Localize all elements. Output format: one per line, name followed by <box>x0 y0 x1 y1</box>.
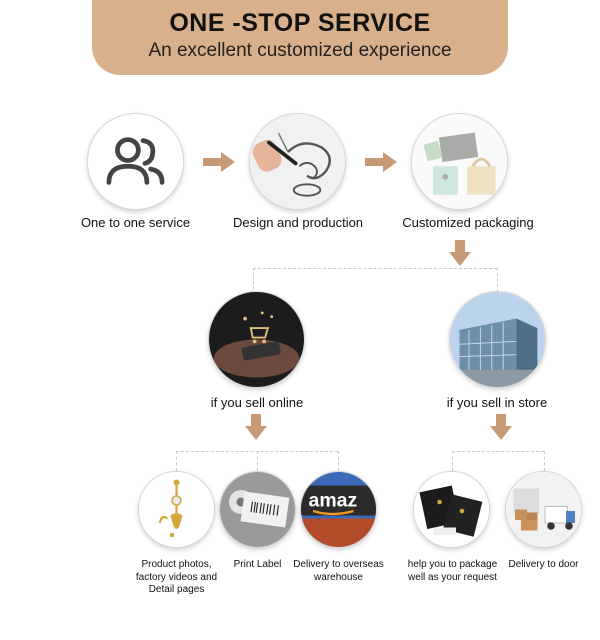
branch-store-label: if you sell in store <box>446 395 548 410</box>
connector-line <box>338 451 339 471</box>
jewelry-cards-icon <box>414 472 489 547</box>
item-delivery-warehouse-label: Delivery to overseas warehouse <box>293 559 384 583</box>
connector-line <box>176 451 177 471</box>
connector-line <box>257 451 258 471</box>
item-delivery-door-label: Delivery to door <box>508 559 579 570</box>
connector-line <box>544 451 545 471</box>
branch-online-label: if you sell online <box>210 395 304 410</box>
item-product-photos <box>138 471 215 548</box>
step-customized-packaging <box>411 113 508 210</box>
connector-line <box>452 451 544 452</box>
page-title: ONE -STOP SERVICE <box>169 9 431 37</box>
sketch-drawing-icon <box>250 114 345 209</box>
step-one-label: One to one service <box>80 215 191 230</box>
step-design-and-production <box>249 113 346 210</box>
item-package-request <box>413 471 490 548</box>
label-roll-icon <box>220 472 295 547</box>
arrow-down-icon <box>449 240 471 266</box>
branch-online <box>208 291 305 388</box>
arrow-right-icon <box>365 152 397 172</box>
header-banner: ONE -STOP SERVICE An excellent customize… <box>92 0 508 75</box>
item-print-label-label: Print Label <box>233 559 282 570</box>
delivery-truck-icon <box>506 472 581 547</box>
connector-line <box>497 268 498 292</box>
item-delivery-door <box>505 471 582 548</box>
arrow-down-icon <box>490 414 512 440</box>
connector-line <box>253 268 254 294</box>
item-product-photos-label: Product photos, factory videos and Detai… <box>135 559 218 595</box>
step-three-label: Customized packaging <box>402 215 534 230</box>
branch-store <box>449 291 546 388</box>
item-delivery-warehouse: amaz <box>300 471 377 548</box>
connector-line <box>253 268 497 269</box>
arrow-down-icon <box>245 414 267 440</box>
jewelry-photo-icon <box>139 472 214 547</box>
item-package-request-label: help you to package well as your request <box>407 559 498 583</box>
arrow-right-icon <box>203 152 235 172</box>
users-icon <box>88 114 183 209</box>
connector-line <box>452 451 453 471</box>
gift-boxes-icon <box>412 114 507 209</box>
page-subtitle: An excellent customized experience <box>148 40 452 61</box>
phone-shopping-icon <box>209 292 304 387</box>
item-print-label <box>219 471 296 548</box>
warehouse-sign-icon: amaz <box>301 472 376 547</box>
building-icon <box>450 292 545 387</box>
step-one-to-one-service <box>87 113 184 210</box>
sign-text: amaz <box>309 490 358 512</box>
step-two-label: Design and production <box>232 215 364 230</box>
